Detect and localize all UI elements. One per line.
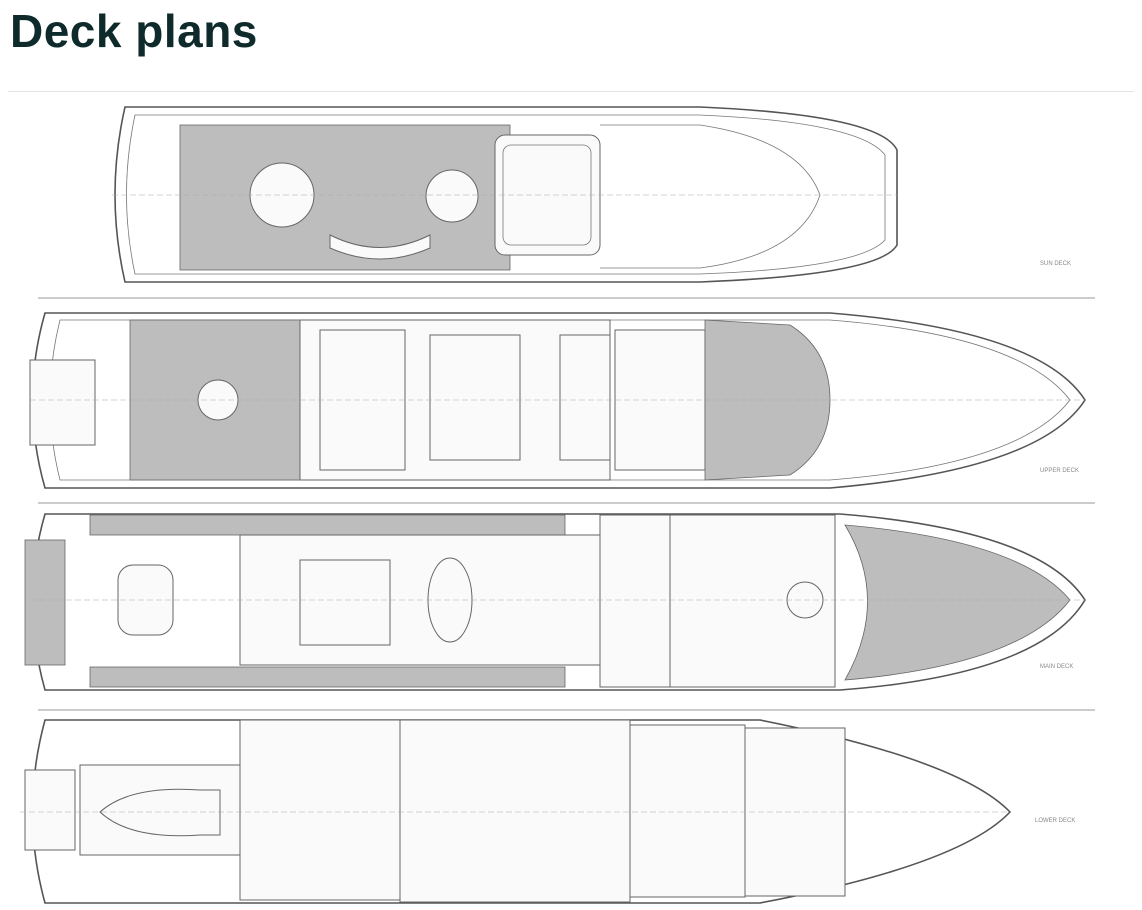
upper-deck-plan: UPPER DECK <box>29 312 1086 489</box>
deck-label: MAIN DECK <box>1040 664 1073 670</box>
lower-deck-plan: LOWER DECK <box>20 719 1075 904</box>
deck-label: UPPER DECK <box>1040 468 1079 474</box>
deck-label: SUN DECK <box>1040 261 1071 267</box>
sun-deck-plan: SUN DECK <box>112 106 1071 283</box>
deck-label: LOWER DECK <box>1035 818 1075 824</box>
main-deck-plan: MAIN DECK <box>24 513 1086 691</box>
divider <box>8 91 1134 92</box>
page-title: Deck plans <box>10 5 258 57</box>
